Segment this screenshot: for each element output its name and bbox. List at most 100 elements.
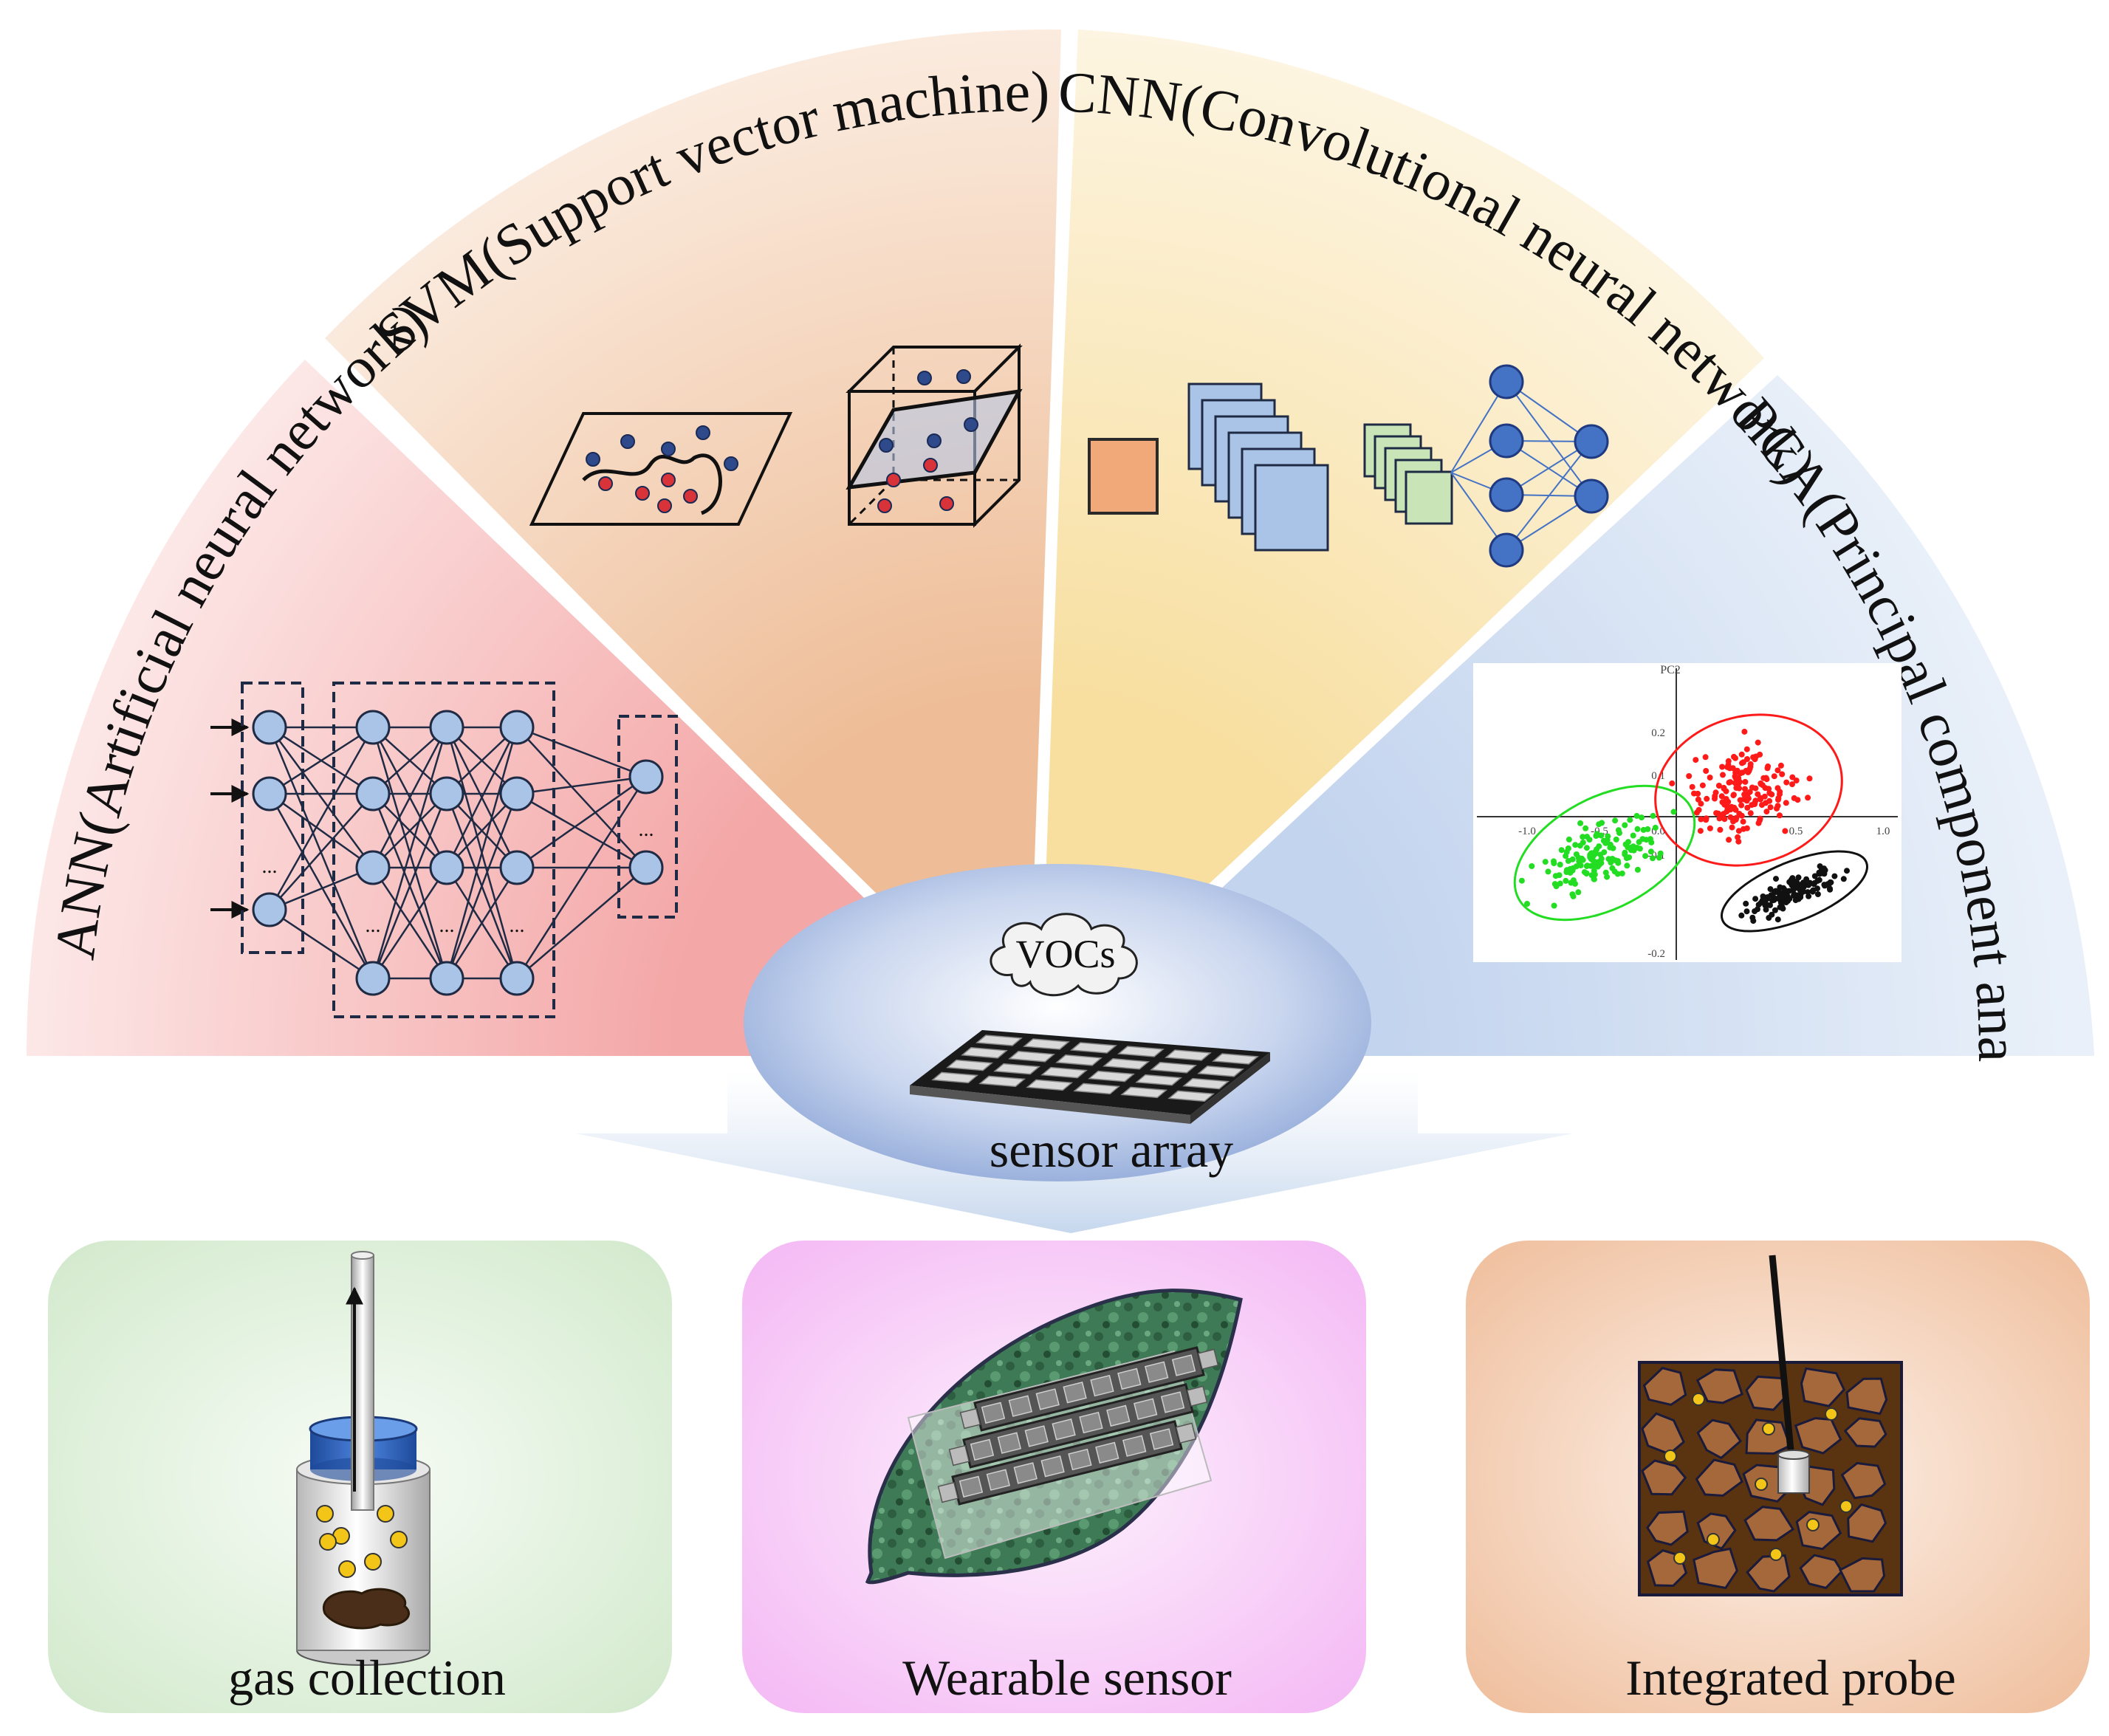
ann-ellipsis: ... xyxy=(262,855,278,878)
cnn-node xyxy=(1489,532,1524,568)
pca-point xyxy=(1731,753,1737,760)
sensor-cell xyxy=(993,1063,1040,1075)
sensor-cell xyxy=(978,1075,1026,1088)
ann-node xyxy=(499,776,535,812)
pca-point xyxy=(1583,870,1590,876)
pca-x-tick: -1.0 xyxy=(1518,826,1536,837)
pca-point xyxy=(1763,776,1770,783)
pca-point xyxy=(1782,828,1789,834)
pca-point xyxy=(1805,893,1812,899)
soil-particle xyxy=(1845,1377,1888,1416)
pca-point xyxy=(1640,826,1647,833)
sensor-cell xyxy=(1040,1066,1088,1079)
pca-point xyxy=(1619,870,1625,876)
pca-point xyxy=(1740,759,1746,766)
pca-point xyxy=(1761,793,1768,800)
soil-particle xyxy=(1745,1418,1791,1455)
cnn-node xyxy=(1489,364,1524,399)
pca-point xyxy=(1702,754,1709,761)
sensor-chip-cells xyxy=(931,1035,1259,1102)
integrated-probe-label: Integrated probe xyxy=(1625,1650,1955,1706)
pca-point xyxy=(1712,793,1718,800)
sensor-cell xyxy=(931,1071,979,1084)
pca-point xyxy=(1786,896,1793,902)
pca-point xyxy=(1697,828,1704,834)
pca-point xyxy=(1743,900,1749,907)
sensor-cell xyxy=(1073,1083,1121,1095)
soil-particle xyxy=(1799,1554,1843,1590)
cnn-node xyxy=(1574,478,1609,514)
cnn-node xyxy=(1489,477,1524,512)
pca-point xyxy=(1738,751,1745,758)
pca-point xyxy=(1612,817,1619,824)
pca-point xyxy=(1792,897,1799,904)
vocs-label: VOCs xyxy=(1015,932,1115,976)
voc-dot xyxy=(1806,1518,1820,1531)
pca-point xyxy=(1782,887,1789,893)
pca-point xyxy=(1744,804,1751,811)
ann-connection xyxy=(371,793,448,979)
soil-particle xyxy=(1693,1547,1738,1590)
ann-node xyxy=(355,850,391,885)
cnn-feature-map xyxy=(1254,464,1329,552)
ann-connection xyxy=(445,727,518,868)
soil-particle xyxy=(1743,1506,1795,1542)
pca-point xyxy=(1735,779,1742,786)
cnn-diagram xyxy=(1088,364,1609,568)
ann-connection xyxy=(268,727,374,868)
soil-particle xyxy=(1642,1367,1687,1407)
pca-point xyxy=(1686,773,1693,779)
pca-point xyxy=(1693,757,1699,764)
pca-point xyxy=(1650,812,1656,819)
pca-point xyxy=(1566,836,1572,843)
pca-plot-area xyxy=(1473,663,1901,962)
soil-particle xyxy=(1641,1459,1687,1496)
sensor-cell xyxy=(1165,1049,1212,1061)
pca-point xyxy=(1743,746,1750,752)
ann-node xyxy=(429,710,464,745)
ann-connection xyxy=(372,793,447,868)
sensor-cell xyxy=(1197,1066,1244,1077)
sensor-cell xyxy=(975,1035,1023,1046)
pca-point xyxy=(1542,859,1549,865)
svm-point xyxy=(657,498,672,513)
ann-node xyxy=(499,710,535,745)
pca-point xyxy=(1557,861,1563,868)
pca-point xyxy=(1518,877,1525,884)
pca-point xyxy=(1698,800,1704,807)
pca-point xyxy=(1811,873,1818,879)
pca-point xyxy=(1650,855,1656,862)
sensor-cell xyxy=(1212,1053,1259,1065)
pca-point xyxy=(1591,851,1598,857)
soil-particle xyxy=(1847,1503,1887,1543)
voc-dot xyxy=(1707,1533,1720,1546)
pca-point xyxy=(1725,798,1732,805)
svm-point xyxy=(724,456,738,471)
pca-point xyxy=(1719,799,1726,806)
pca-point xyxy=(1752,896,1759,902)
pca-point xyxy=(1715,783,1722,789)
pca-point xyxy=(1587,851,1594,858)
voc-dot xyxy=(1769,1548,1783,1561)
cnn-pooling-maps xyxy=(1363,423,1453,525)
pca-point xyxy=(1740,818,1746,825)
pca-point xyxy=(1810,887,1817,893)
pca-point xyxy=(1774,916,1781,923)
pca-point xyxy=(1738,912,1745,919)
pca-point xyxy=(1817,863,1823,870)
voc-dot xyxy=(1755,1478,1768,1491)
pca-point xyxy=(1769,911,1775,918)
pca-point xyxy=(1529,863,1535,869)
cnn-input-layer xyxy=(1088,438,1159,515)
pca-point xyxy=(1793,778,1800,783)
soil-particle xyxy=(1746,1554,1791,1593)
ann-node xyxy=(429,850,464,885)
pca-point xyxy=(1703,768,1710,774)
pca-point xyxy=(1765,763,1772,769)
panel-gas-collection: gas collection xyxy=(48,1241,672,1713)
pca-point xyxy=(1596,843,1602,850)
pca-point xyxy=(1763,906,1769,913)
svm-point xyxy=(939,496,954,511)
sensor-strip xyxy=(937,1420,1197,1506)
soil-particle xyxy=(1696,1418,1742,1460)
